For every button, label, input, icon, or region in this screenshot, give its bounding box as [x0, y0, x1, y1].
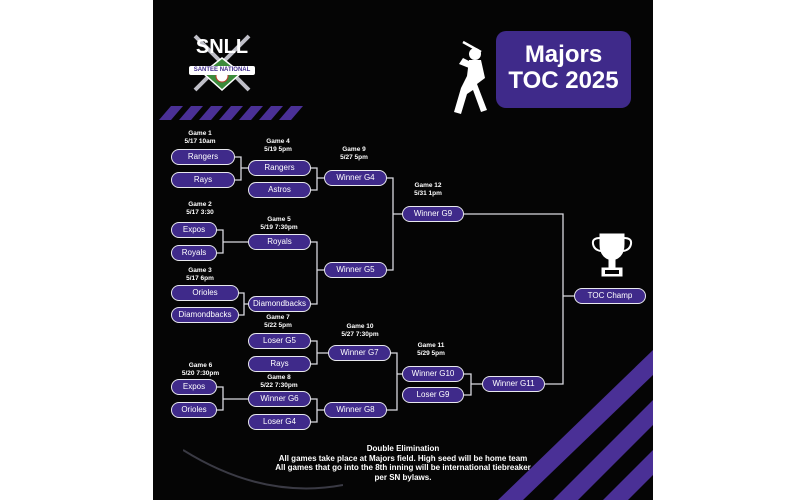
slot-game6-orioles: Orioles [171, 402, 217, 418]
league-logo-icon [189, 34, 255, 92]
slot-game3-diamondbacks: Diamondbacks [171, 307, 239, 323]
stripe-decoration-corner [498, 350, 653, 500]
arc-decoration [183, 449, 343, 490]
footer-line-2: All games take place at Majors field. Hi… [278, 453, 528, 463]
title-line1: Majors [524, 41, 603, 68]
slot-game8-winner-g6: Winner G6 [248, 391, 311, 407]
slot-game6-expos: Expos [171, 379, 217, 395]
slot-game8-loser-g4: Loser G4 [248, 414, 311, 430]
slot-game7-rays: Rays [248, 356, 311, 372]
bracket-lines [217, 156, 574, 423]
trophy-icon [591, 233, 633, 277]
slot-game4-rangers: Rangers [248, 160, 311, 176]
bracket-poster: SNLL SANTEE NATIONAL Majors TOC 2025 Gam… [153, 0, 653, 500]
logo-text: SNLL [195, 36, 249, 58]
slot-game11-loser-g9: Loser G9 [402, 387, 464, 403]
slot-game5-royals: Royals [248, 234, 311, 250]
slot-game1-rangers: Rangers [171, 149, 235, 165]
stripe-decoration-top [159, 106, 303, 120]
footer-line-3: All games that go into the 8th inning wi… [275, 463, 531, 472]
slot-game3-orioles: Orioles [171, 285, 239, 301]
slot-game9-winner-g5: Winner G5 [324, 262, 387, 278]
slot-game10-winner-g8: Winner G8 [324, 402, 387, 418]
slot-game2-expos: Expos [171, 222, 217, 238]
slot-game4-astros: Astros [248, 182, 311, 198]
logo-subtext: SANTEE NATIONAL [193, 67, 251, 73]
slot-toc-champ: TOC Champ [574, 288, 646, 304]
footer-line-4: per SN bylaws. [374, 472, 432, 482]
batter-icon [454, 40, 487, 114]
slot-game10-winner-g7: Winner G7 [328, 345, 391, 361]
title-line2: TOC 2025 [508, 67, 619, 94]
slot-game12-winner-g9: Winner G9 [402, 206, 464, 222]
slot-game2-royals: Royals [171, 245, 217, 261]
slot-game9-winner-g4: Winner G4 [324, 170, 387, 186]
slot-game5-diamondbacks: Diamondbacks [248, 296, 311, 312]
footer-notes: Double Elimination All games take place … [233, 444, 573, 482]
slot-winner-g11: Winner G11 [482, 376, 545, 392]
slot-game11-winner-g10: Winner G10 [402, 366, 464, 382]
footer-line-1: Double Elimination [366, 444, 440, 453]
title-box: Majors TOC 2025 [496, 31, 631, 108]
slot-game7-loser-g5: Loser G5 [248, 333, 311, 349]
slot-game1-rays: Rays [171, 172, 235, 188]
